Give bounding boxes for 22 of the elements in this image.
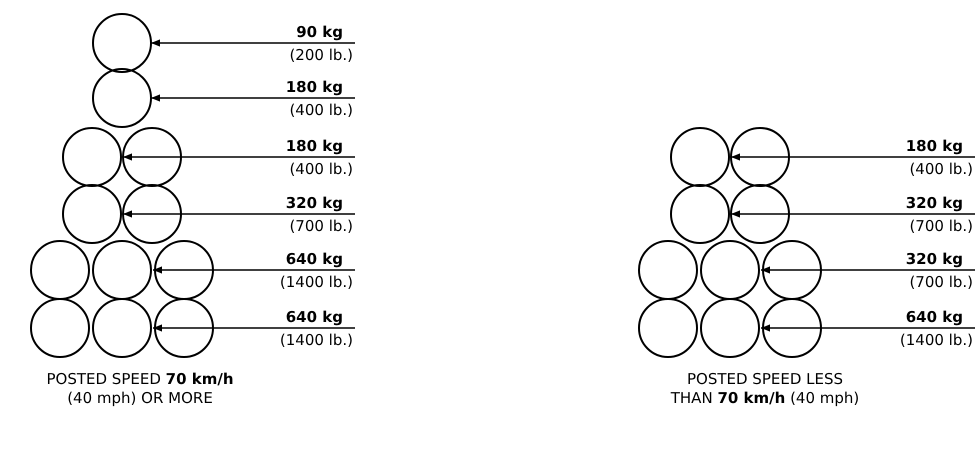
load-label: 90 kg: [296, 23, 343, 41]
load-label: 640 kg: [286, 308, 343, 326]
load-label-imperial: (400 lb.): [289, 160, 353, 178]
load-label-imperial: (400 lb.): [289, 101, 353, 119]
load-label: 640 kg: [286, 250, 343, 268]
caption: POSTED SPEED LESS THAN 70 km/h (40 mph): [670, 370, 860, 408]
load-label: 180 kg: [906, 137, 963, 155]
load-label-imperial: (1400 lb.): [900, 331, 973, 349]
load-label-imperial: (700 lb.): [289, 217, 353, 235]
load-label-imperial: (1400 lb.): [280, 273, 353, 291]
load-label-imperial: (200 lb.): [289, 46, 353, 64]
load-label-imperial: (700 lb.): [909, 217, 973, 235]
load-label: 320 kg: [906, 250, 963, 268]
load-label-imperial: (1400 lb.): [280, 331, 353, 349]
load-label: 320 kg: [286, 194, 343, 212]
load-label: 320 kg: [906, 194, 963, 212]
load-label-imperial: (400 lb.): [909, 160, 973, 178]
caption: POSTED SPEED 70 km/h (40 mph) OR MORE: [45, 370, 235, 408]
load-label-imperial: (700 lb.): [909, 273, 973, 291]
load-label: 640 kg: [906, 308, 963, 326]
load-label: 180 kg: [286, 78, 343, 96]
load-label: 180 kg: [286, 137, 343, 155]
